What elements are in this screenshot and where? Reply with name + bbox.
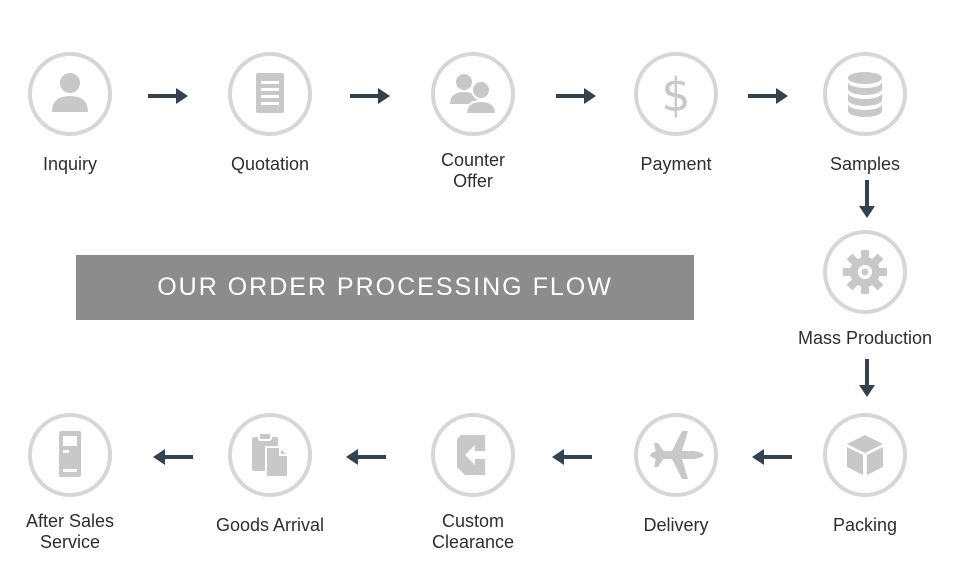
step-label: Inquiry [42,154,98,174]
group-icon [450,74,498,115]
step-payment: $ Payment [601,52,751,175]
step-circle [823,230,907,314]
step-goods-arrival: Goods Arrival [195,413,345,536]
step-inquiry: Inquiry [0,52,145,175]
step-packing: Packing [790,413,940,536]
step-samples: Samples [790,52,940,175]
step-label: Delivery [643,515,709,535]
gear-icon [843,250,887,294]
arrow-left-icon [752,449,792,465]
arrow-right-icon [350,88,390,104]
arrow-right-icon [148,88,188,104]
person-icon [52,73,88,112]
step-label: Packing [832,515,898,535]
arrow-left-icon [346,449,386,465]
clipboard-icon [252,432,289,478]
step-label: Mass Production [797,328,933,348]
kiosk-icon [59,431,81,477]
step-label: Samples [829,154,901,174]
step-label: After Sales Service [25,511,115,552]
arrow-down-icon [859,359,875,397]
arrow-right-icon [748,88,788,104]
svg-text:$: $ [661,68,690,122]
box-icon [847,435,883,475]
step-circle [431,52,515,136]
import-icon [457,435,487,475]
step-circle [28,413,112,497]
step-circle: $ [634,52,718,136]
step-circle [228,52,312,136]
arrow-left-icon [153,449,193,465]
step-circle [823,413,907,497]
step-custom-clearance: Custom Clearance [398,413,548,553]
step-label: Counter Offer [440,150,506,191]
step-counter-offer: Counter Offer [398,52,548,192]
step-circle [634,413,718,497]
banner: OUR ORDER PROCESSING FLOW [76,255,694,320]
step-label: Payment [640,154,712,174]
step-delivery: Delivery [601,413,751,536]
step-label: Goods Arrival [215,515,325,535]
document-icon [256,73,284,113]
banner-title: OUR ORDER PROCESSING FLOW [157,273,613,301]
arrow-right-icon [556,88,596,104]
step-quotation: Quotation [195,52,345,175]
step-label: Custom Clearance [431,511,515,552]
step-label: Quotation [230,154,310,174]
database-icon [848,72,882,117]
step-circle [28,52,112,136]
step-circle [228,413,312,497]
arrow-down-icon [859,180,875,218]
arrow-left-icon [552,449,592,465]
step-mass-production: Mass Production [790,230,940,349]
dollar-icon: $ [661,68,690,122]
step-circle [431,413,515,497]
step-after-sales-service: After Sales Service [0,413,145,553]
airplane-icon [650,431,704,479]
step-circle [823,52,907,136]
